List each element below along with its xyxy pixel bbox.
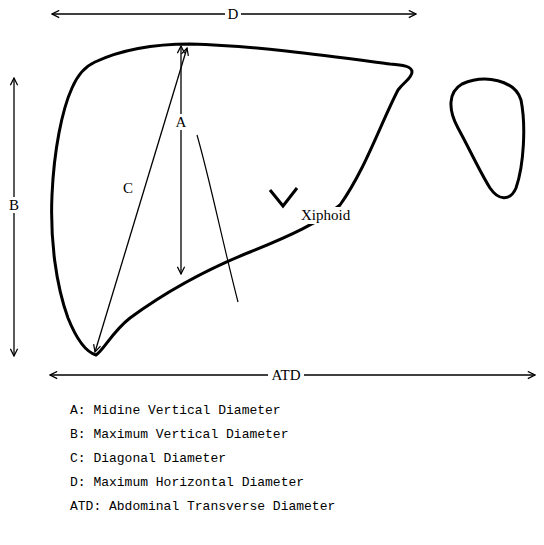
key-line: A: Midine Vertical Diameter — [70, 404, 281, 418]
dimension-label: A — [173, 114, 190, 131]
xiphoid-line — [197, 135, 238, 302]
dimension-label: B — [6, 197, 22, 214]
dimension-arrow — [95, 48, 187, 352]
check-symbol — [270, 188, 297, 206]
dimension-label: C — [120, 180, 136, 197]
stomach-outline — [451, 79, 524, 198]
dimension-arrow — [13, 78, 14, 356]
dimension-label: D — [225, 6, 242, 23]
key-line: D: Maximum Horizontal Diameter — [70, 476, 304, 490]
dimension-arrow — [180, 46, 181, 274]
key-line: C: Diagonal Diameter — [70, 452, 226, 466]
liver-outline — [52, 44, 412, 355]
landmark-label: Xiphoid — [298, 207, 353, 224]
key-line: B: Maximum Vertical Diameter — [70, 428, 288, 442]
key-line: ATD: Abdominal Transverse Diameter — [70, 500, 335, 514]
dimension-label: ATD — [268, 367, 303, 384]
